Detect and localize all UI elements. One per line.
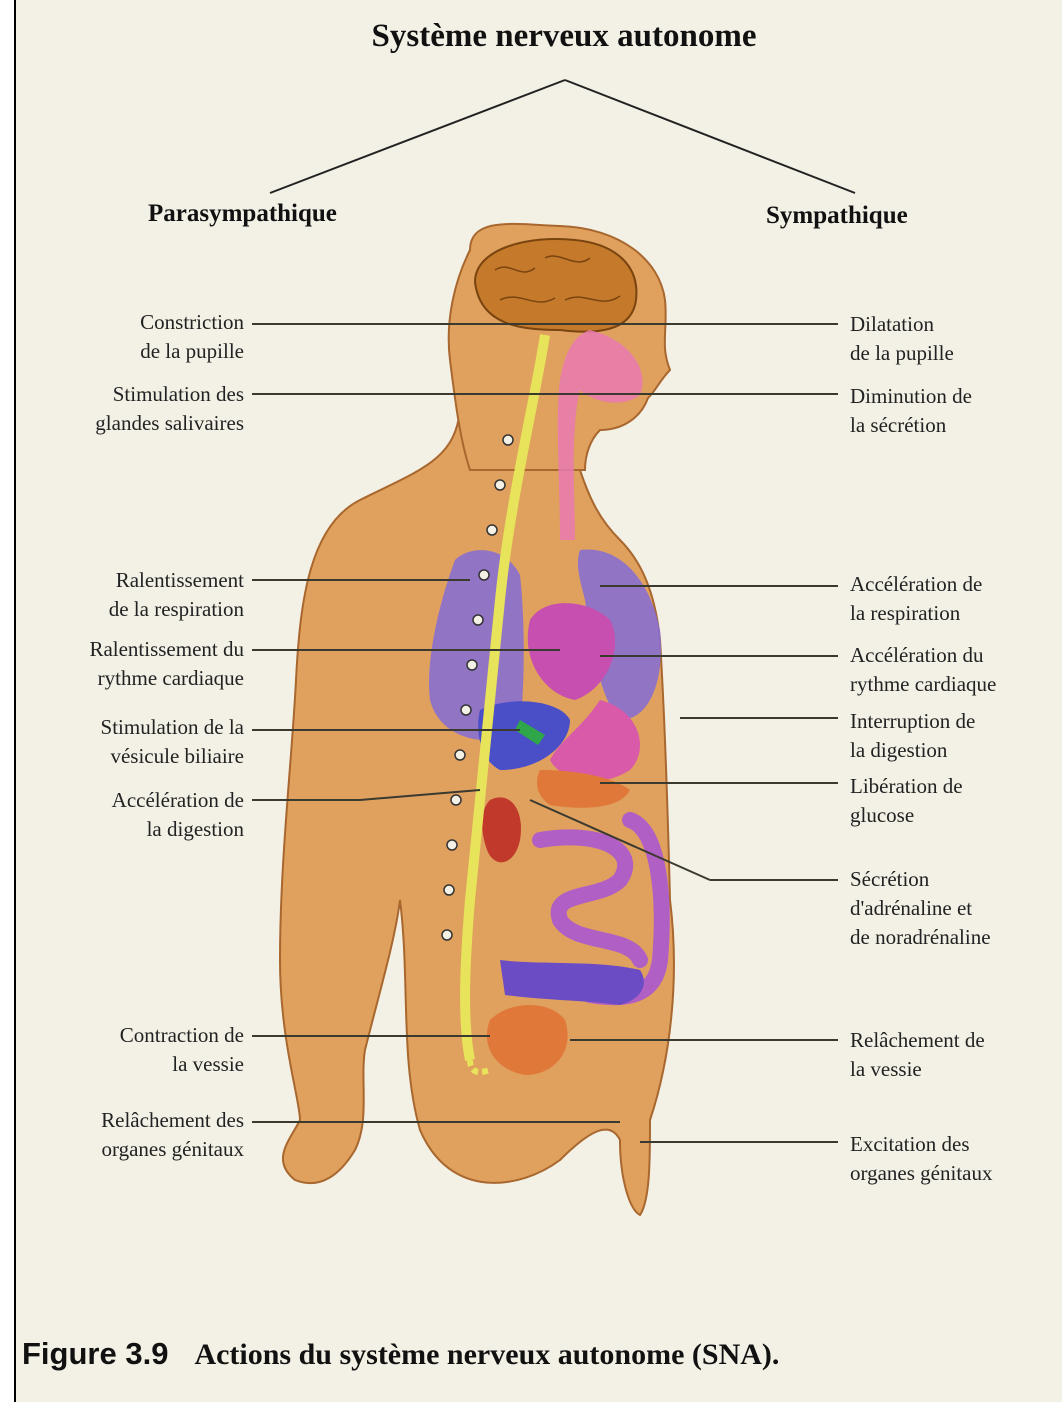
branch-line-left: [270, 80, 565, 193]
diagram-title: Système nerveux autonome: [0, 18, 1062, 55]
branch-sympathetic: Sympathique: [766, 202, 908, 230]
figure-caption: Figure 3.9 Actions du système nerveux aut…: [22, 1336, 779, 1372]
branch-parasympathetic: Parasympathique: [148, 200, 337, 228]
figure-number: Figure 3.9: [22, 1336, 168, 1371]
figure-caption-text: Actions du système nerveux autonome (SNA…: [194, 1338, 779, 1371]
pharynx-shape: [558, 330, 643, 540]
branch-line-right: [565, 80, 855, 193]
hierarchy-lines: [270, 80, 855, 193]
brain-shape: [475, 239, 636, 332]
